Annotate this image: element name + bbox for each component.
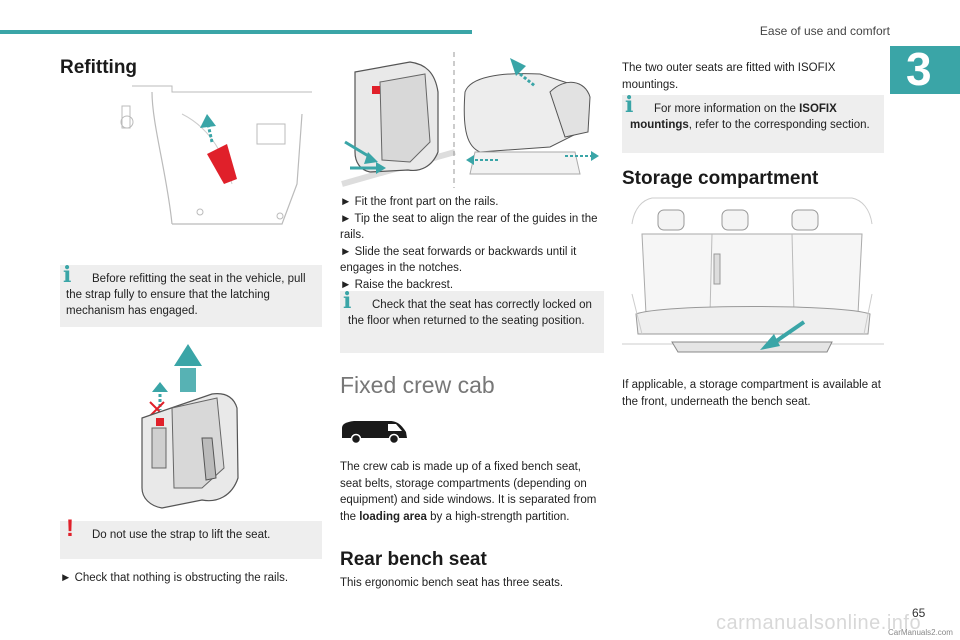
info-box-lock: i Check that the seat has correctly lock… xyxy=(340,288,604,353)
isofix-emphasis: ISOFIX mountings xyxy=(630,103,837,131)
warning-box: ! Do not use the strap to lift the seat. xyxy=(60,515,322,559)
info-box-isofix: i For more information on the ISOFIX mou… xyxy=(622,92,884,153)
step-2: ► Tip the seat to align the rear of the … xyxy=(340,212,598,242)
step-1: ► Fit the front part on the rails. xyxy=(340,196,499,208)
watermark: carmanualsonline.info xyxy=(716,612,922,634)
info-icon: i xyxy=(343,288,352,314)
running-header: Ease of use and comfort xyxy=(759,24,890,38)
crew-cab-text-part: The crew cab is made up of a fixed bench… xyxy=(340,461,597,523)
rear-bench-text: This ergonomic bench seat has three seat… xyxy=(340,577,564,589)
strap-illustration xyxy=(112,84,322,234)
step-check-rails: ► Check that nothing is obstructing the … xyxy=(60,572,289,584)
info-icon: i xyxy=(63,262,72,288)
storage-illustration xyxy=(622,194,884,366)
chapter-number: 3 xyxy=(906,43,932,95)
info-text: Before refitting the seat in the vehicle… xyxy=(66,273,306,317)
isofix-text: The two outer seats are fitted with ISOF… xyxy=(622,62,836,91)
crew-cab-text-end: by a high-strength partition. xyxy=(426,510,570,523)
storage-text: If applicable, a storage compartment is … xyxy=(622,379,881,408)
seat-strap-illustration xyxy=(112,338,272,510)
refit-steps: ► Fit the front part on the rails. ► Tip… xyxy=(340,194,604,293)
chapter-tab xyxy=(890,46,960,94)
loading-area-emphasis: loading area xyxy=(359,510,427,523)
isofix-info-part: For more information on the xyxy=(654,103,800,115)
isofix-info-end: , refer to the corresponding section. xyxy=(688,119,870,131)
step-4: ► Raise the backrest. xyxy=(340,278,454,291)
info-icon: i xyxy=(625,92,634,118)
van-icon xyxy=(340,418,410,446)
crew-cab-text: The crew cab is made up of a fixed bench… xyxy=(340,459,604,525)
page-number: 65 xyxy=(912,606,926,620)
step-3: ► Slide the seat forwards or backwards u… xyxy=(340,245,577,275)
seat-refit-illustration xyxy=(340,52,604,188)
rear-bench-title: Rear bench seat xyxy=(340,549,487,570)
info-lock-text: Check that the seat has correctly locked… xyxy=(348,299,592,327)
storage-title: Storage compartment xyxy=(622,168,819,189)
header-bar xyxy=(0,30,472,34)
fixed-crew-cab-title: Fixed crew cab xyxy=(340,372,495,398)
isofix-info-text: For more information on the ISOFIX mount… xyxy=(630,101,878,133)
warning-icon: ! xyxy=(66,515,74,542)
info-box-strap: i Before refitting the seat in the vehic… xyxy=(60,262,322,327)
watermark-small: CarManuals2.com xyxy=(888,628,953,637)
warning-text: Do not use the strap to lift the seat. xyxy=(92,529,271,541)
refitting-title: Refitting xyxy=(60,57,138,78)
